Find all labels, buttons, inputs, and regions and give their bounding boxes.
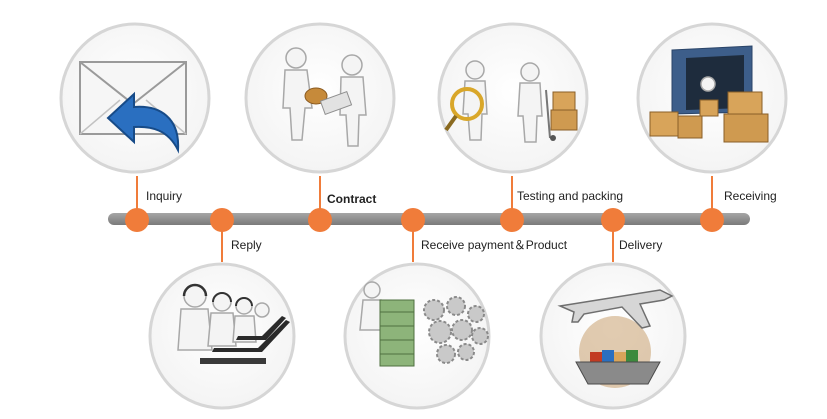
step-label-receiving: Receiving xyxy=(724,189,777,203)
step-label-delivery: Delivery xyxy=(619,238,663,252)
dot-testing xyxy=(500,208,524,232)
call-center-agents-image xyxy=(177,283,290,364)
dot-reply xyxy=(210,208,234,232)
container-boxes-image xyxy=(649,45,769,143)
step-label-testing: Testing and packing xyxy=(517,189,624,203)
plane-ship-delivery-image xyxy=(557,289,674,388)
testing-packing-image xyxy=(444,60,578,143)
step-label-reply: Reply xyxy=(231,238,262,252)
dot-payment xyxy=(401,208,425,232)
dot-contract xyxy=(308,208,332,232)
step-label-payment: Receive payment＆Product xyxy=(421,238,568,252)
timeline-dots xyxy=(125,208,724,232)
step-label-contract: Contract xyxy=(327,192,377,206)
timeline-bar xyxy=(108,213,750,225)
dot-inquiry xyxy=(125,208,149,232)
handshake-contract-image xyxy=(282,47,367,147)
step-label-inquiry: Inquiry xyxy=(146,189,183,203)
dot-delivery xyxy=(601,208,625,232)
money-gears-image xyxy=(359,281,489,367)
envelope-reply-icon xyxy=(79,61,187,154)
dot-receiving xyxy=(700,208,724,232)
